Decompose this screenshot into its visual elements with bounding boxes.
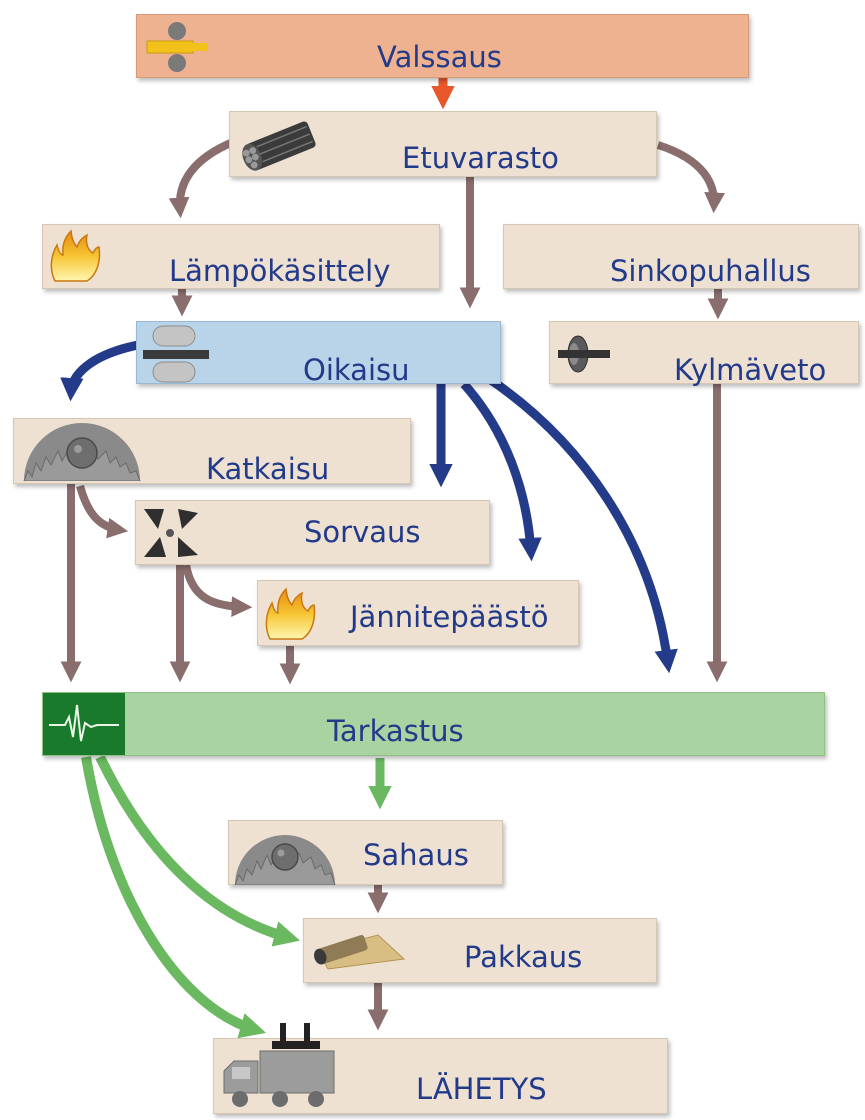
node-sinkopuhallus: Sinkopuhallus: [503, 224, 859, 289]
node-label: Sorvaus: [304, 515, 421, 549]
flame-icon: [50, 229, 101, 282]
node-oikaisu: Oikaisu: [136, 321, 501, 387]
node-jannitepaasto: Jännitepäästö: [257, 580, 579, 646]
arrow-katkaisu-sorvaus: [76, 484, 129, 539]
arrow-tarkastus-lahetys: [81, 756, 267, 1039]
node-label: Etuvarasto: [402, 141, 559, 175]
node-label: LÄHETYS: [416, 1072, 547, 1106]
node-lampokasittely: Lämpökäsittely: [42, 224, 440, 289]
node-label: Oikaisu: [303, 353, 410, 387]
node-kylmaveto: Kylmäveto: [549, 321, 859, 387]
saw-blade-icon: [23, 423, 141, 481]
node-label: Sahaus: [363, 838, 469, 872]
node-etuvarasto: Etuvarasto: [229, 111, 657, 177]
node-label: Jännitepäästö: [350, 600, 549, 634]
arrow-sorvaus-jannitepaasto: [182, 564, 253, 618]
arrow-oikaisu-katkaisu: [60, 340, 139, 402]
node-pakkaus: Pakkaus: [303, 918, 657, 983]
arrow-etuvarasto-sinkopuhallus: [656, 141, 726, 214]
node-tarkastus: Tarkastus: [42, 692, 825, 756]
arrow-oikaisu-jannitepaasto: [460, 381, 542, 562]
node-label: Sinkopuhallus: [610, 254, 811, 288]
arrow-oikaisu-tarkastus: [485, 374, 678, 674]
straightening-rollers-icon: [143, 325, 209, 383]
node-label: Tarkastus: [327, 714, 464, 748]
truck-icon: [223, 1023, 335, 1107]
lathe-tool-icon: [144, 509, 198, 557]
flame-icon: [265, 587, 316, 640]
wrapping-roll-icon: [314, 934, 406, 970]
bar-bundle-icon: [242, 121, 316, 171]
node-label: Pakkaus: [464, 940, 583, 974]
rolling-mill-icon: [146, 22, 207, 72]
node-label: Lämpökäsittely: [169, 254, 391, 288]
node-valssaus: Valssaus: [136, 14, 749, 78]
saw-blade-icon: [234, 835, 336, 885]
arrow-tarkastus-pakkaus: [95, 754, 301, 947]
arrow-etuvarasto-lampokasittely: [168, 138, 235, 219]
node-sorvaus: Sorvaus: [135, 500, 490, 565]
node-label: Katkaisu: [206, 452, 330, 486]
node-lahetys: LÄHETYS: [213, 1023, 668, 1114]
node-sahaus: Sahaus: [228, 820, 503, 885]
node-label: Kylmäveto: [674, 353, 827, 387]
node-label: Valssaus: [377, 40, 502, 74]
cold-drawing-die-icon: [558, 335, 610, 373]
node-katkaisu: Katkaisu: [13, 418, 411, 484]
inspection-waveform-icon: [49, 704, 119, 742]
